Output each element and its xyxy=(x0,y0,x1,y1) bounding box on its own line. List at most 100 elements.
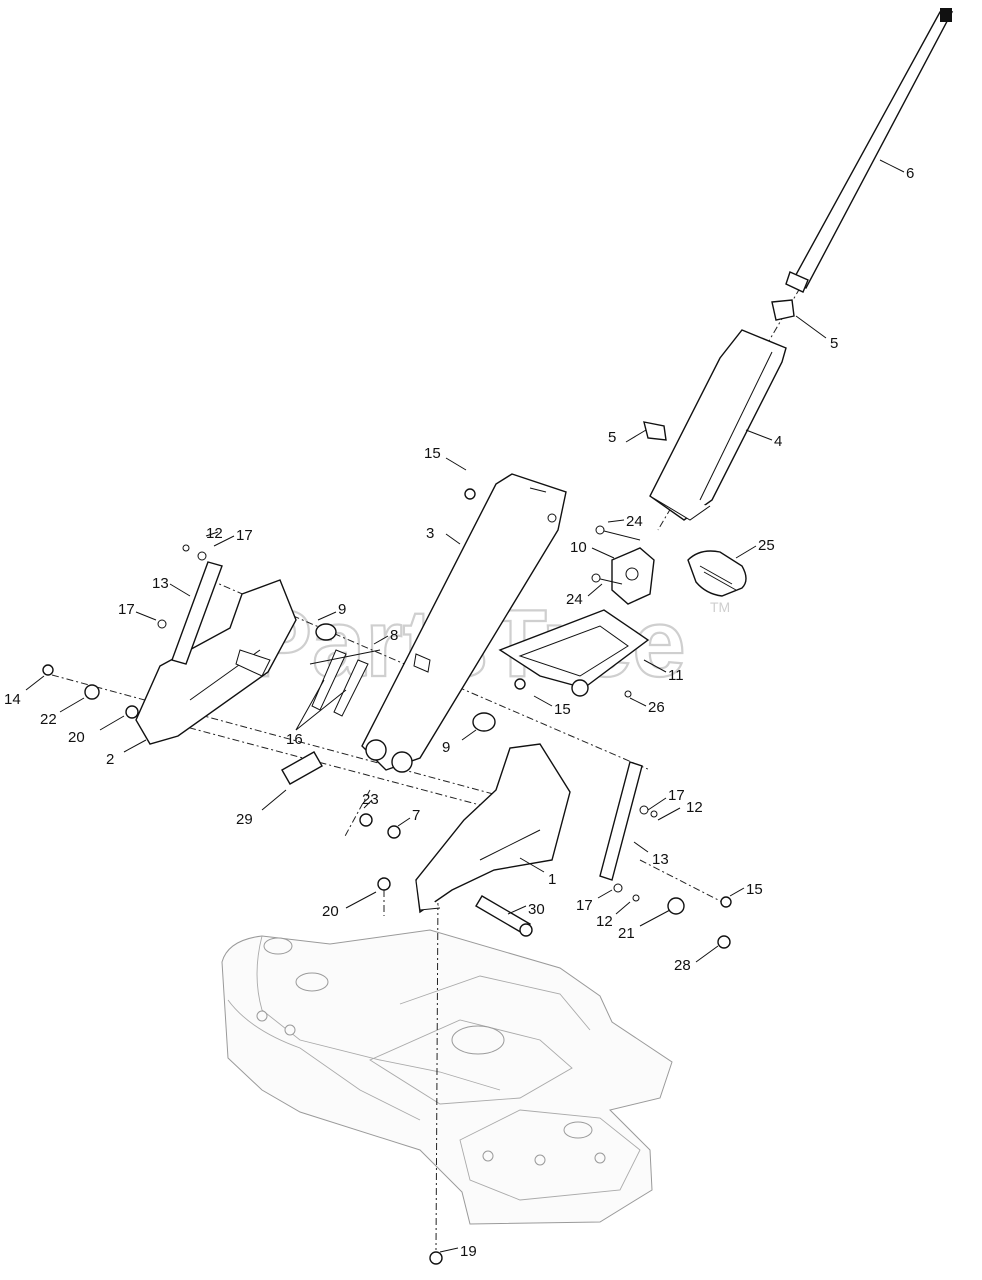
bolt-19 xyxy=(429,1251,443,1265)
deck-left-housing xyxy=(256,935,501,1091)
link-left xyxy=(171,561,223,665)
leader-2 xyxy=(123,739,147,753)
callout-15-right: 15 xyxy=(746,881,763,898)
right-plate-body xyxy=(415,743,571,914)
deck-center-plate xyxy=(369,1019,573,1105)
leader-13-right xyxy=(633,841,649,853)
watermark-trademark: TM xyxy=(710,599,730,615)
leader-11 xyxy=(643,659,667,673)
callout-20-left: 20 xyxy=(68,729,85,746)
deck-center-pulley xyxy=(451,1025,505,1055)
bolt-15-middle xyxy=(514,678,526,690)
callout-28: 28 xyxy=(674,957,691,974)
callout-12-left: 12 xyxy=(206,525,223,542)
leader-17-left-top xyxy=(213,535,235,547)
washer-17-left-bottom xyxy=(157,619,167,629)
callout-24-lower: 24 xyxy=(566,591,583,608)
callout-13-right: 13 xyxy=(652,851,669,868)
washer-17-left-top xyxy=(197,551,207,561)
callout-1: 1 xyxy=(548,871,556,888)
deck-top-edge xyxy=(399,975,591,1031)
bushing-20-right xyxy=(377,877,391,891)
leader-7 xyxy=(397,817,411,827)
center-axis-line xyxy=(435,887,439,1251)
pin-14 xyxy=(42,664,54,676)
leader-14 xyxy=(25,675,45,691)
spacer-tube-part xyxy=(281,751,323,785)
deck-pulley-left xyxy=(295,972,329,992)
callout-17-left-top: 17 xyxy=(236,527,253,544)
channel-bracket-edge xyxy=(699,351,773,501)
leader-17-right-top xyxy=(647,797,667,811)
coupler-bore xyxy=(625,567,639,581)
leader-16-a xyxy=(295,679,325,731)
bushing-part xyxy=(643,299,795,441)
leader-24-upper xyxy=(607,519,625,523)
callout-19: 19 xyxy=(460,1243,477,1260)
rear-axis-line xyxy=(51,674,561,813)
leader-9-lower xyxy=(461,729,477,741)
leader-15-middle xyxy=(533,695,553,707)
pin-upper xyxy=(599,529,641,541)
callout-6: 6 xyxy=(906,165,914,182)
washer-17-right-bottom xyxy=(613,883,623,893)
bolt-28 xyxy=(717,935,731,949)
bushing-lower xyxy=(643,421,667,441)
left-plate-tab xyxy=(235,649,271,677)
leader-21 xyxy=(639,909,671,927)
bolt-head xyxy=(519,923,533,937)
callout-15-upper: 15 xyxy=(424,445,441,462)
shaft-collar xyxy=(785,271,809,293)
shaft-body xyxy=(791,11,954,289)
disc-lower xyxy=(472,712,496,732)
leader-17-right-bottom xyxy=(597,889,613,899)
deck-bolt xyxy=(534,1154,546,1166)
bolt-part xyxy=(475,895,533,937)
callout-10: 10 xyxy=(570,539,587,556)
pedal-pad-body xyxy=(687,550,747,597)
clip-26 xyxy=(624,690,632,698)
callout-17-right-top: 17 xyxy=(668,787,685,804)
leader-12-left xyxy=(205,531,219,537)
pin-part xyxy=(591,525,641,585)
left-plate-part xyxy=(135,579,297,745)
disc-part xyxy=(315,623,496,732)
bushing-upper xyxy=(771,299,795,321)
link-right xyxy=(599,761,643,881)
deck-right-housing xyxy=(459,1109,641,1201)
callout-5-lower: 5 xyxy=(608,429,616,446)
leader-19 xyxy=(439,1247,459,1253)
callout-12-right-top: 12 xyxy=(686,799,703,816)
leader-9-upper xyxy=(317,611,337,621)
right-plate-part xyxy=(415,743,571,914)
deck-front-lip xyxy=(227,999,421,1121)
callouts: 6 5 5 4 15 3 24 10 25 24 12 17 13 17 9 8… xyxy=(4,165,914,1260)
shaft-part xyxy=(785,8,954,293)
channel-bracket-foot xyxy=(649,495,711,521)
callout-8: 8 xyxy=(390,627,398,644)
leader-8 xyxy=(373,635,389,645)
leader-29 xyxy=(261,789,287,811)
spacer-tube-body xyxy=(281,751,323,785)
callout-29: 29 xyxy=(236,811,253,828)
spring-part xyxy=(311,649,369,717)
deck-bolt xyxy=(284,1024,296,1036)
callout-26: 26 xyxy=(648,699,665,716)
pin-12-right-bottom xyxy=(632,894,640,902)
steering-arm-fastener xyxy=(547,513,557,523)
leader-5-lower xyxy=(625,429,647,443)
leader-15-right xyxy=(729,887,745,897)
callout-14: 14 xyxy=(4,691,21,708)
pedal-frame-cutout xyxy=(518,625,629,677)
leader-3 xyxy=(445,533,461,545)
link-part xyxy=(171,561,643,881)
leader-24-lower xyxy=(587,583,603,597)
bolt-15-right xyxy=(720,896,732,908)
callout-2: 2 xyxy=(106,751,114,768)
steering-arm-window xyxy=(413,653,431,673)
callout-25: 25 xyxy=(758,537,775,554)
channel-bracket-part xyxy=(649,329,787,521)
pedal-pad-grip xyxy=(699,565,737,591)
callout-9-lower: 9 xyxy=(442,739,450,756)
callout-4: 4 xyxy=(774,433,782,450)
